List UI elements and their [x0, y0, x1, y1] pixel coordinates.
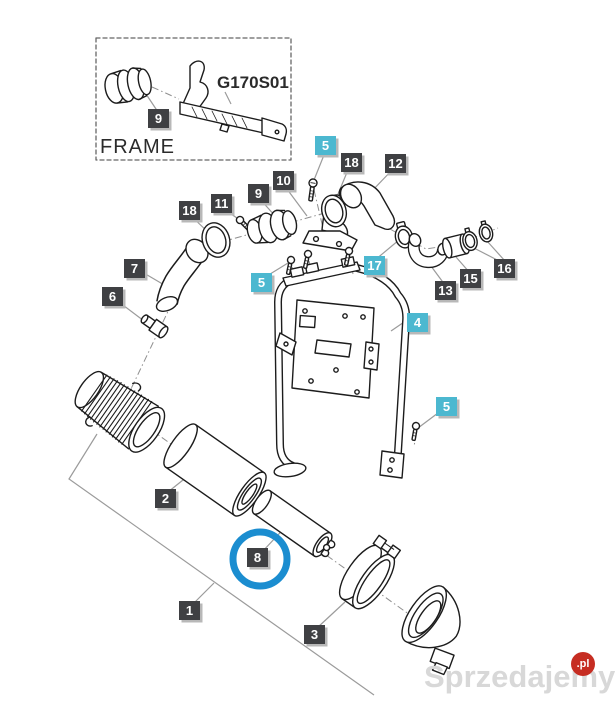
part-frame-bracket — [179, 60, 288, 142]
part-inner-element-8 — [251, 489, 336, 558]
part-bolt-5-frame-c — [343, 246, 354, 267]
part-badge-6: 6 — [102, 287, 123, 306]
assembly-leader-1 — [68, 433, 375, 696]
part-hump-hose-9 — [246, 209, 298, 244]
part-fitting-6 — [140, 314, 169, 339]
part-badge-8-highlighted: 8 — [247, 548, 268, 567]
part-badge-3: 3 — [304, 625, 325, 644]
part-badge-16: 16 — [494, 259, 515, 278]
part-ring-18-left — [201, 222, 231, 258]
part-badge-1: 1 — [179, 601, 200, 620]
part-badge-17: 17 — [364, 256, 385, 275]
part-badge-18-left: 18 — [179, 201, 200, 220]
part-clamp-16-b — [478, 220, 494, 243]
part-badge-15: 15 — [460, 269, 481, 288]
part-end-cover — [401, 585, 461, 649]
part-clamp-16-a — [462, 227, 478, 252]
part-badge-11: 11 — [211, 194, 232, 213]
frame-box-caption: FRAME — [100, 136, 175, 158]
part-hump-hose-frame-9 — [104, 67, 152, 104]
part-bolt-5-lower — [411, 421, 421, 442]
watermark-pl-badge: .pl — [571, 652, 595, 676]
part-badge-2: 2 — [155, 489, 176, 508]
highlight-circle — [229, 528, 291, 590]
part-ring-18-top — [320, 194, 348, 228]
part-badge-5-lower: 5 — [436, 397, 457, 416]
part-filter-element-2 — [163, 423, 267, 517]
part-badge-13: 13 — [435, 281, 456, 300]
part-badge-9: 9 — [248, 184, 269, 203]
part-bolt-5-frame-a — [285, 255, 296, 276]
part-badge-9-frame: 9 — [148, 109, 169, 128]
part-badge-4: 4 — [407, 313, 428, 332]
part-badge-5-top: 5 — [315, 136, 336, 155]
part-code-label: G170S01 — [217, 73, 289, 92]
part-badge-7: 7 — [124, 259, 145, 278]
part-elbow-12 — [338, 181, 396, 231]
part-badge-10: 10 — [273, 171, 294, 190]
frame-inset-box — [95, 37, 292, 161]
part-badge-12: 12 — [385, 154, 406, 173]
part-support-frame-4 — [273, 256, 411, 479]
part-dust-ejector — [429, 647, 455, 676]
part-mounting-band-3 — [338, 534, 402, 610]
part-hose-7 — [155, 238, 209, 313]
part-badge-18-top: 18 — [341, 153, 362, 172]
part-drawings — [74, 37, 494, 676]
part-air-cleaner-housing — [74, 370, 166, 453]
part-badge-5-mid: 5 — [251, 273, 272, 292]
part-bolt-5-frame-b — [302, 249, 313, 270]
part-bolt-5-top — [308, 178, 318, 202]
